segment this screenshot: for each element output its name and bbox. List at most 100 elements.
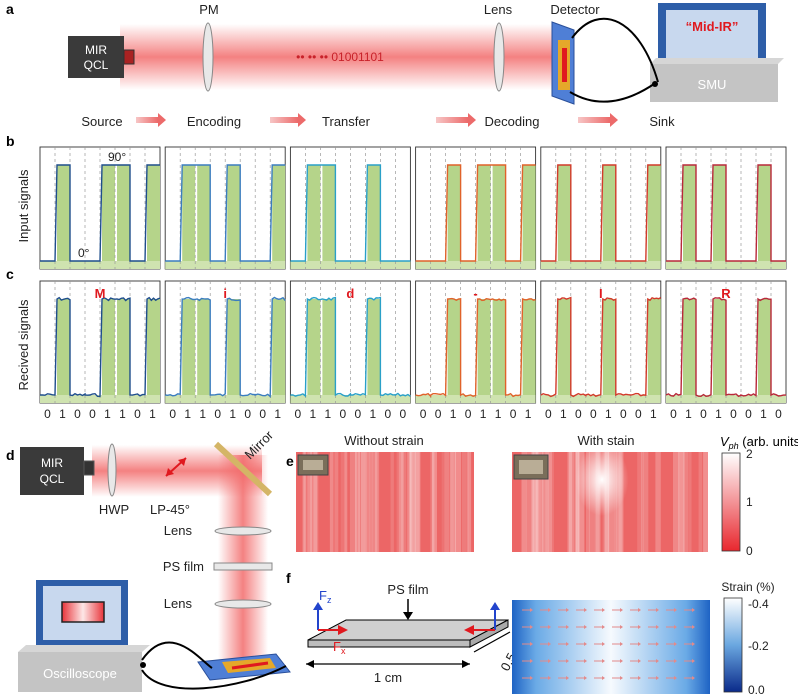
signal-trace [415,164,536,262]
signal-trace [665,297,786,398]
flow-arrow-1 [270,117,298,123]
bit-tick-label: 0 [700,407,707,421]
depth-dim-line [473,631,511,653]
cbar-tick-1: 1 [746,495,753,509]
oscilloscope-box: Oscilloscope [18,645,150,692]
qcl-d-label-1: MIR [41,456,63,470]
strain-tick-2: -0.2 [748,639,769,653]
decoded-letter: R [721,286,731,301]
bit-tick-label: 0 [465,407,472,421]
qcl-label-1: MIR [85,43,107,57]
monitor-d [36,580,128,650]
bit-tick-label: 0 [340,407,347,421]
input-plot-3 [289,146,411,270]
decoded-letter: i [223,286,227,301]
bit-tick-label: 0 [420,407,427,421]
high-bit-fill [647,299,661,395]
lens1-label: Lens [164,523,193,538]
bit-tick-label: 0 [435,407,442,421]
input-plot-6 [665,146,787,270]
qcl-source-d: MIR QCL [20,447,95,495]
bit-tick-label: 1 [370,407,377,421]
bit-tick-label: 1 [59,407,66,421]
lens2-optic [214,599,272,609]
map-without-strain [296,452,474,552]
bit-tick-label: 1 [685,407,692,421]
fx-label: Fx [333,639,346,656]
strain-tick-1: -0.4 [748,597,769,611]
signal-trace [666,164,786,262]
panel-label-b: b [6,133,15,149]
bit-tick-label: 1 [605,407,612,421]
flow-step-source: Source [81,114,122,129]
signal-trace [40,296,161,398]
high-bit-fill [57,299,70,395]
psfilm-label: PS film [163,559,204,574]
bit-tick-label: 1 [325,407,332,421]
bit-tick-label: 1 [229,407,236,421]
high-bit-fill [227,299,241,395]
high-bit-fill [758,299,771,395]
high-bit-fill [117,299,130,395]
detector-label: Detector [550,2,600,17]
bit-tick-label: 1 [650,407,657,421]
bit-tick-label: 0 [295,407,302,421]
flow-arrow-3 [578,117,610,123]
bit-tick-label: 1 [184,407,191,421]
decoded-letter: M [95,286,106,301]
colorbar-strain [723,597,743,693]
bit-tick-label: 0 [259,407,266,421]
signal-trace [165,164,286,262]
bit-tick-label: 1 [715,407,722,421]
signal-trace [540,296,662,398]
smu-box: SMU [650,58,784,102]
decoded-letter: I [599,286,603,301]
laser-beam [120,24,560,90]
bit-tick-label: 1 [119,407,126,421]
fz-label: Fz [319,588,332,605]
high-bit-fill [272,165,286,261]
cable-2 [569,83,655,103]
bit-tick-label: 1 [495,407,502,421]
bit-tick-label: 1 [199,407,206,421]
strain-cbar-title: Strain (%) [721,580,774,594]
high-bit-fill [477,165,491,261]
high-bit-fill [367,165,381,261]
cable-1 [571,17,659,83]
hwp-label: HWP [99,502,129,517]
qcl-d-label-2: QCL [40,472,65,486]
bit-tick-label: 1 [760,407,767,421]
bit-tick-label: 0 [730,407,737,421]
high-bit-fill [447,165,461,261]
bit-tick-label: 0 [510,407,517,421]
signal-trace [165,296,286,398]
high-bit-fill [307,165,321,261]
high-bit-fill [683,165,696,261]
high-bit-fill [307,299,321,395]
high-bit-fill [57,165,70,261]
high-bit-fill [477,299,491,395]
strain-arrows [522,608,695,680]
f-psfilm-label: PS film [387,582,428,597]
high-bit-fill [102,165,115,261]
angle-90-label: 90° [108,150,126,164]
cable-d2 [141,665,287,690]
bit-tick-label: 1 [149,407,156,421]
high-bit-fill [322,299,336,395]
bit-tick-label: 1 [274,407,281,421]
panel-label-c: c [6,266,14,282]
map-with-strain [512,438,709,552]
bit-tick-label: 0 [134,407,141,421]
high-bit-fill [522,299,536,395]
strain-tick-3: 0.0 [748,683,765,697]
signal-trace [290,296,411,398]
qcl-label-2: QCL [84,58,109,72]
film-slab [307,619,509,648]
flow-step-transfer: Transfer [322,114,371,129]
